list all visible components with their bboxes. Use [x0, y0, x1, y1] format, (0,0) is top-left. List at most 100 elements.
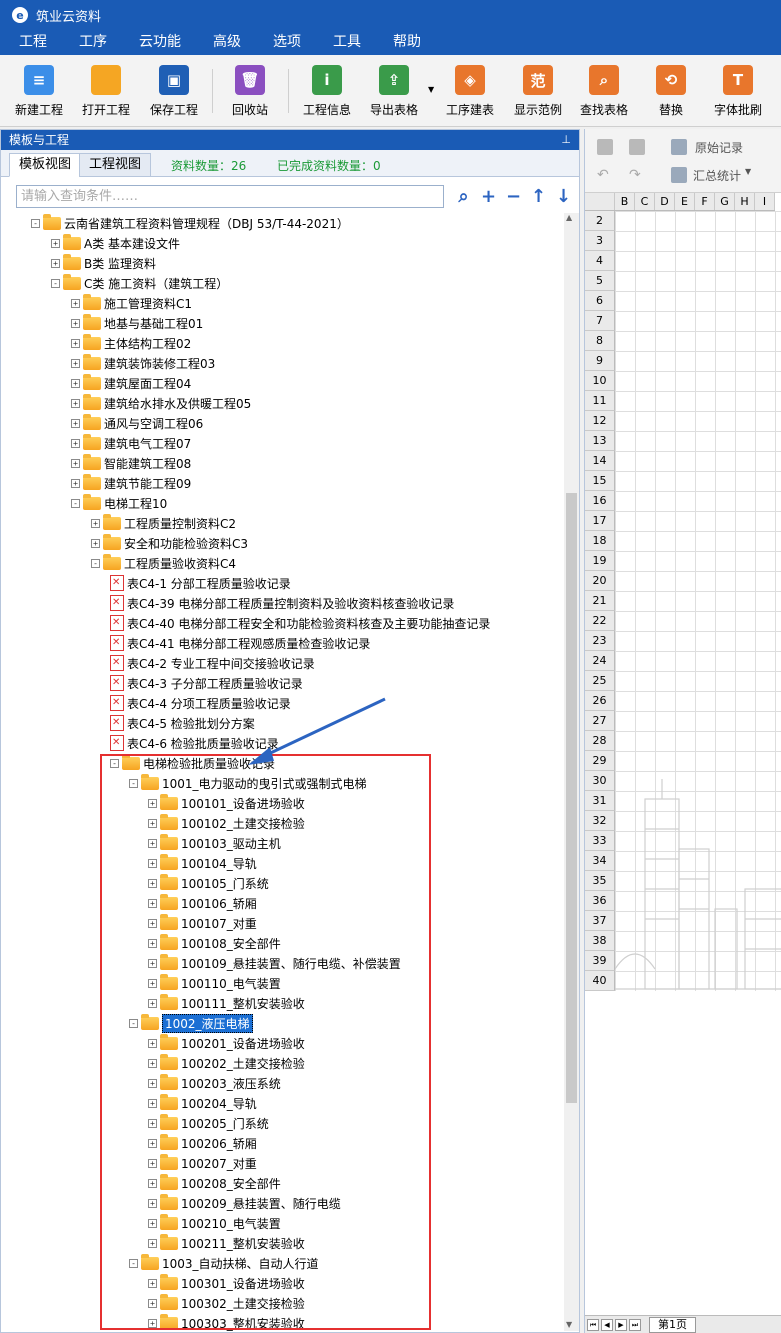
tree-file-item[interactable]: 表C4-6 检验批质量验收记录 [110, 733, 279, 753]
tree-folder-item[interactable]: +100202_土建交接检验 [148, 1053, 305, 1073]
row-header-cell[interactable]: 11 [585, 391, 615, 411]
tree-folder-item[interactable]: +100207_对重 [148, 1153, 257, 1173]
row-header-cell[interactable]: 14 [585, 451, 615, 471]
collapse-icon[interactable]: - [129, 1018, 138, 1028]
tree-folder-item[interactable]: +100301_设备进场验收 [148, 1273, 305, 1293]
expand-icon[interactable]: + [148, 918, 157, 928]
expand-icon[interactable]: + [71, 458, 80, 468]
row-header-cell[interactable]: 28 [585, 731, 615, 751]
tree-folder-item[interactable]: +建筑电气工程07 [71, 433, 191, 453]
tree-folder-item[interactable]: +通风与空调工程06 [71, 413, 203, 433]
tree-folder-item[interactable]: +施工管理资料C1 [71, 293, 192, 313]
toolbar-button-recycle-bin[interactable]: 🗑回收站 [217, 61, 283, 121]
expand-icon[interactable]: + [51, 238, 60, 248]
tree-folder-item[interactable]: +100203_液压系统 [148, 1073, 281, 1093]
tree-folder-item[interactable]: -1003_自动扶梯、自动人行道 [129, 1253, 319, 1273]
row-header-cell[interactable]: 9 [585, 351, 615, 371]
toolbar-button-search[interactable]: ⌕查找表格 [571, 61, 637, 121]
tree-folder-item[interactable]: +100108_安全部件 [148, 933, 281, 953]
toolbar-button-new-project[interactable]: ≡新建工程 [6, 61, 72, 121]
tree-folder-item[interactable]: +主体结构工程02 [71, 333, 191, 353]
row-header-cell[interactable]: 21 [585, 591, 615, 611]
tree-folder-item[interactable]: -1001_电力驱动的曳引式或强制式电梯 [129, 773, 367, 793]
expand-icon[interactable]: + [91, 538, 100, 548]
search-icon[interactable]: ⌕ [458, 186, 469, 207]
last-sheet-icon[interactable]: ⏭ [629, 1318, 641, 1331]
prev-sheet-icon[interactable]: ◀ [601, 1318, 613, 1331]
row-header-cell[interactable]: 38 [585, 931, 615, 951]
toolbar-button-export-table[interactable]: ⇪导出表格 [361, 61, 427, 121]
tree-folder-item[interactable]: -工程质量验收资料C4 [91, 553, 236, 573]
row-header-cell[interactable]: 16 [585, 491, 615, 511]
tree-folder-item[interactable]: +智能建筑工程08 [71, 453, 191, 473]
toolbar-button-replace[interactable]: ⟲替换 [638, 61, 704, 121]
collapse-icon[interactable]: - [110, 758, 119, 768]
expand-icon[interactable]: + [148, 1278, 157, 1288]
tree-folder-item[interactable]: +100209_悬挂装置、随行电缆 [148, 1193, 341, 1213]
tree-folder-item[interactable]: +100204_导轨 [148, 1093, 257, 1113]
tree-file-item[interactable]: 表C4-40 电梯分部工程安全和功能检验资料核查及主要功能抽查记录 [110, 613, 490, 633]
column-header-cell[interactable]: D [655, 193, 675, 210]
tree-folder-item[interactable]: +安全和功能检验资料C3 [91, 533, 248, 553]
row-header-cell[interactable]: 8 [585, 331, 615, 351]
menu-item-4[interactable]: 选项 [273, 34, 301, 50]
column-header-cell[interactable]: I [755, 193, 775, 210]
scroll-up-icon[interactable]: ▲ [566, 213, 573, 222]
menu-item-5[interactable]: 工具 [333, 34, 361, 50]
column-header-cell[interactable]: B [615, 193, 635, 210]
tree-folder-item[interactable]: +B类 监理资料 [51, 253, 156, 273]
expand-icon[interactable]: + [148, 1118, 157, 1128]
expand-icon[interactable]: + [148, 798, 157, 808]
tree-folder-item[interactable]: +100208_安全部件 [148, 1173, 281, 1193]
toolbar-button-open-folder[interactable]: 打开工程 [73, 61, 139, 121]
menu-item-6[interactable]: 帮助 [393, 34, 421, 50]
tree-folder-item[interactable]: +100210_电气装置 [148, 1213, 281, 1233]
expand-icon[interactable]: + [148, 1238, 157, 1248]
collapse-icon[interactable]: - [71, 498, 80, 508]
expand-icon[interactable]: + [51, 258, 60, 268]
corner-cell[interactable] [585, 193, 615, 210]
row-header-cell[interactable]: 7 [585, 311, 615, 331]
row-header-cell[interactable]: 26 [585, 691, 615, 711]
arrow-down-icon[interactable]: ↓ [555, 186, 572, 207]
row-header-cell[interactable]: 13 [585, 431, 615, 451]
expand-icon[interactable]: + [148, 978, 157, 988]
tree-folder-item[interactable]: +建筑装饰装修工程03 [71, 353, 215, 373]
tree-folder-item[interactable]: +100111_整机安装验收 [148, 993, 305, 1013]
tree-folder-item[interactable]: -云南省建筑工程资料管理规程（DBJ 53/T-44-2021） [31, 213, 349, 233]
tree-folder-item[interactable]: +100106_轿厢 [148, 893, 257, 913]
row-header-cell[interactable]: 19 [585, 551, 615, 571]
row-header-cell[interactable]: 31 [585, 791, 615, 811]
tree-folder-item[interactable]: +100303_整机安装验收 [148, 1313, 305, 1331]
expand-icon[interactable]: + [71, 338, 80, 348]
tree-folder-item[interactable]: +建筑给水排水及供暖工程05 [71, 393, 251, 413]
tree-folder-item[interactable]: +100110_电气装置 [148, 973, 281, 993]
expand-icon[interactable]: + [148, 958, 157, 968]
scroll-thumb[interactable] [566, 493, 577, 1103]
row-header-cell[interactable]: 20 [585, 571, 615, 591]
spreadsheet-grid[interactable] [615, 211, 781, 991]
row-header-cell[interactable]: 15 [585, 471, 615, 491]
original-record-icon[interactable] [671, 139, 687, 155]
tree-file-item[interactable]: 表C4-1 分部工程质量验收记录 [110, 573, 291, 593]
collapse-icon[interactable]: - [129, 1258, 138, 1268]
column-header-cell[interactable]: H [735, 193, 755, 210]
row-header-cell[interactable]: 6 [585, 291, 615, 311]
row-header-cell[interactable]: 40 [585, 971, 615, 991]
collapse-icon[interactable]: - [31, 218, 40, 228]
expand-icon[interactable]: + [148, 1318, 157, 1328]
row-header-cell[interactable]: 39 [585, 951, 615, 971]
row-header-cell[interactable]: 37 [585, 911, 615, 931]
paste-icon[interactable] [629, 139, 645, 155]
row-header-cell[interactable]: 24 [585, 651, 615, 671]
expand-icon[interactable]: + [148, 1218, 157, 1228]
row-header-cell[interactable]: 33 [585, 831, 615, 851]
row-header-cell[interactable]: 12 [585, 411, 615, 431]
expand-icon[interactable]: + [148, 898, 157, 908]
column-header-cell[interactable]: F [695, 193, 715, 210]
row-header-cell[interactable]: 3 [585, 231, 615, 251]
sheet-tab-page1[interactable]: 第1页 [649, 1316, 696, 1333]
menu-item-2[interactable]: 云功能 [139, 34, 181, 50]
